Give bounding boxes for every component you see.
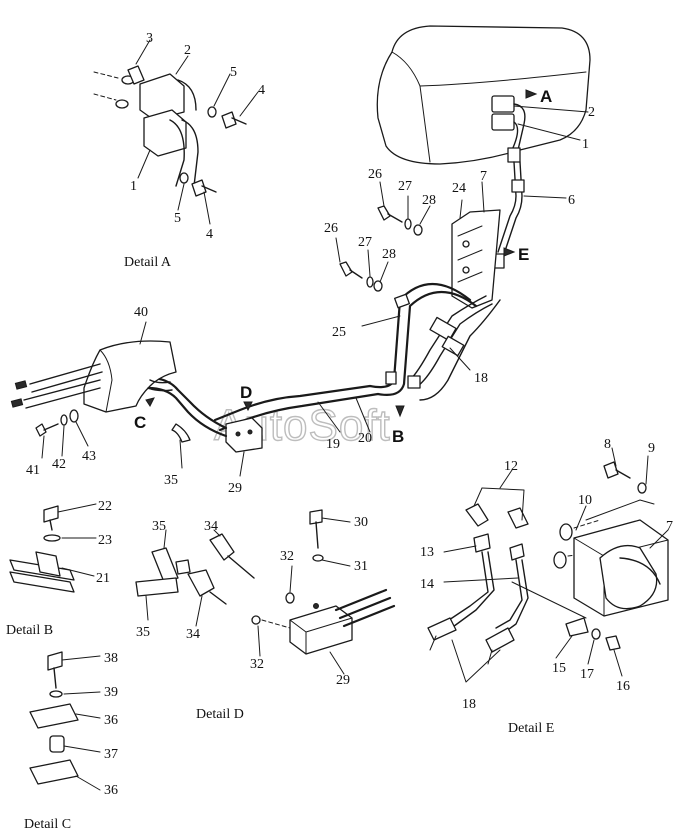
callout-32-detail-d-upper: 32 [280,549,294,564]
caption-detail-a: Detail A [124,255,172,270]
callout-3-detail-a: 3 [146,31,153,46]
detail-b-group [9,503,97,593]
tube-bundle-main [213,282,501,432]
callout-22-detail-b: 22 [98,499,112,514]
callout-2-main: 2 [588,105,595,120]
manifold-block-24 [451,209,501,309]
callout-35-detail-d-upper: 35 [152,519,166,534]
callout-17-detail-e: 17 [580,667,594,682]
callout-29-detail-d: 29 [336,673,350,688]
callout-35-main: 35 [164,473,178,488]
caption-detail-e: Detail E [508,721,554,736]
callout-7-main: 7 [480,169,487,184]
bolt-set-lower [339,261,383,292]
callout-25-main: 25 [332,325,346,340]
detail-d-group [135,529,255,627]
callout-40-main: 40 [134,305,148,320]
callout-32-detail-d-lower: 32 [250,657,264,672]
hose-guard-40 [83,340,177,413]
callout-6-main: 6 [568,193,575,208]
callout-4-detail-a-upper: 4 [258,83,265,98]
callout-35-detail-d-lower: 35 [136,625,150,640]
detail-e-group [427,447,669,683]
callout-5-detail-a-upper: 5 [230,65,237,80]
callout-5-detail-a-lower: 5 [174,211,181,226]
bolt-set-guard [35,409,79,437]
callout-38-detail-c: 38 [104,651,118,666]
callout-23-detail-b: 23 [98,533,112,548]
view-marker-b: B [392,427,404,446]
callout-26-main-upper: 26 [368,167,382,182]
callout-42-main: 42 [52,457,66,472]
caption-detail-d: Detail D [196,707,244,722]
view-marker-c: C [134,413,146,432]
callout-4-detail-a-lower: 4 [206,227,213,242]
callout-9-detail-e: 9 [648,441,655,456]
callout-13-detail-e: 13 [420,545,434,560]
bolt-set-upper [377,205,423,236]
callout-31-detail-d: 31 [354,559,368,574]
caption-detail-b: Detail B [6,623,53,638]
detail-a-group [93,39,259,225]
callout-43-main: 43 [82,449,96,464]
callout-1-detail-a: 1 [130,179,137,194]
callout-18-main: 18 [474,371,488,386]
callout-21-detail-b: 21 [96,571,110,586]
callout-16-detail-e: 16 [616,679,630,694]
callout-30-detail-d: 30 [354,515,368,530]
callout-39-detail-c: 39 [104,685,118,700]
callout-28-main-upper: 28 [422,193,436,208]
callout-27-main-lower: 27 [358,235,372,250]
callout-36-detail-c-lower: 36 [104,783,118,798]
view-marker-a: A [540,87,552,106]
view-marker-d: D [240,383,252,402]
hoses-to-left [10,363,103,409]
leader-lines-main [41,105,589,477]
callout-2-detail-a: 2 [184,43,191,58]
callout-20-main: 20 [358,431,372,446]
detail-d-block-29 [251,509,396,675]
hydraulic-tank [376,25,591,165]
callout-24-main: 24 [452,181,466,196]
callout-41-main: 41 [26,463,40,478]
callout-27-main-upper: 27 [398,179,412,194]
bolt-8-washer-9 [603,461,647,494]
detail-c-group [29,651,101,791]
junction-block-29 [225,417,263,453]
callout-34-detail-d-upper: 34 [204,519,218,534]
callout-28-main-lower: 28 [382,247,396,262]
callout-14-detail-e: 14 [420,577,434,592]
callout-8-detail-e: 8 [604,437,611,452]
view-arrows-main [145,89,538,418]
callout-15-detail-e: 15 [552,661,566,676]
pipes-to-guard [146,376,228,443]
caption-detail-c: Detail C [24,817,71,832]
callout-7-detail-e: 7 [666,519,673,534]
callout-29-main: 29 [228,481,242,496]
view-marker-e: E [518,245,529,264]
callout-12-detail-e: 12 [504,459,518,474]
callout-26-main-lower: 26 [324,221,338,236]
callout-34-detail-d-lower: 34 [186,627,200,642]
callout-1-main: 1 [582,137,589,152]
callout-19-main: 19 [326,437,340,452]
callout-18-detail-e: 18 [462,697,476,712]
callout-37-detail-c: 37 [104,747,118,762]
callout-36-detail-c-upper: 36 [104,713,118,728]
callout-10-detail-e: 10 [578,493,592,508]
